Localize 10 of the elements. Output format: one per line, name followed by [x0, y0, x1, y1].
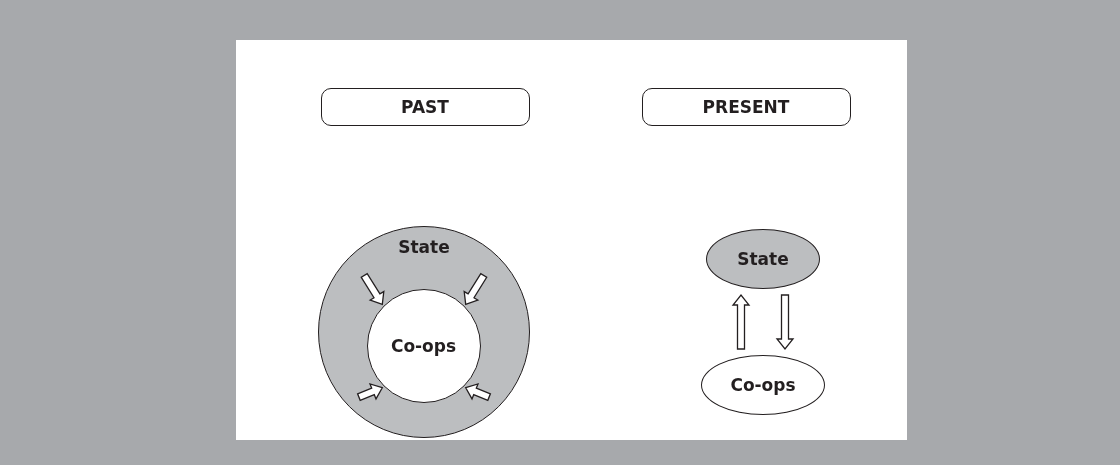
- circle-shape: Co-ops: [366, 288, 481, 403]
- arrow: [463, 272, 488, 306]
- arrow: [360, 272, 385, 306]
- label-box: PRESENT: [641, 88, 851, 126]
- label-box: PAST: [320, 88, 530, 126]
- arrow: [464, 383, 492, 402]
- arrow: [356, 383, 384, 402]
- arrow: [775, 294, 795, 351]
- ring-label: State: [398, 237, 450, 257]
- arrow: [731, 293, 751, 350]
